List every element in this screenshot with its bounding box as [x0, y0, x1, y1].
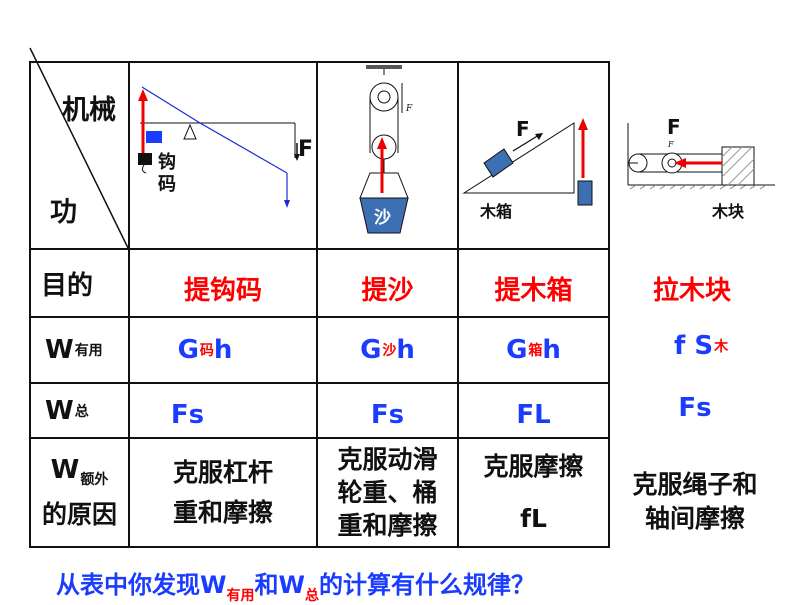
extra-cell-1-line1: 克服杠杆 [172, 457, 273, 487]
useful-cell-2-main: G [360, 335, 382, 365]
extra-cell-4-line1: 克服绳子和 [632, 470, 758, 499]
table-line [30, 437, 608, 439]
pull-block-label: 木块 [712, 202, 745, 221]
extra-cell-2: 克服动滑 轮重、桶 重和摩擦 [318, 439, 457, 546]
extra-cell-1: 克服杠杆 重和摩擦 [130, 439, 316, 546]
table-border-bottom [30, 546, 608, 548]
table-line [30, 316, 608, 318]
useful-cell-4-sub: 木 [714, 339, 729, 355]
useful-cell-1-main: G [177, 335, 199, 365]
useful-cell-3-sub: 箱 [528, 343, 543, 359]
extra-label-line2: 的原因 [41, 499, 117, 529]
total-label-sub: 总 [74, 403, 89, 420]
table-line [457, 61, 459, 548]
question-text: 从表中你发现W有用和W总的计算有什么规律？ [56, 565, 535, 605]
extra-label-sub: 额外 [80, 471, 109, 488]
svg-text:F: F [667, 140, 674, 149]
useful-cell-3-main: G [506, 335, 528, 365]
useful-label-sub: 有用 [74, 343, 103, 359]
extra-label-main: W [50, 454, 80, 485]
svg-text:F: F [405, 104, 413, 114]
total-cell-1: Fs [170, 400, 205, 430]
extra-cell-3-line1: 克服摩擦 [483, 451, 584, 481]
lever-weight-label: 钩 码 [158, 152, 176, 196]
purpose-cell-3: 提木箱 [494, 275, 573, 306]
question-sub2: 总 [304, 588, 319, 604]
table-line [316, 61, 318, 548]
lever-force-label: F [298, 137, 314, 162]
pulley-illustration: F [359, 65, 413, 234]
row-label-purpose: 目的 [41, 270, 94, 301]
useful-cell-1-sub: 码 [199, 343, 214, 359]
extra-cell-2-line2: 轮重、桶 [337, 478, 438, 507]
useful-cell-2-tail: h [396, 335, 415, 365]
table-border-top [30, 61, 608, 63]
question-part1: 从表中你发现W [56, 571, 227, 599]
useful-label-main: W [45, 335, 74, 365]
useful-cell-1-tail: h [213, 335, 233, 365]
total-cell-2: Fs [370, 400, 405, 430]
extra-cell-4: 克服绳子和 轴间摩擦 [610, 458, 780, 546]
total-cell-3: FL [516, 400, 551, 430]
row-label-extra: W额外 的原因 [31, 439, 128, 546]
extra-cell-3-line2: fL [520, 503, 547, 533]
pulley-sand-label: 沙 [374, 208, 391, 228]
question-part3: 的计算有什么规律？ [318, 571, 535, 599]
table-line [30, 248, 608, 250]
table-line [128, 61, 130, 548]
incline-illustration [462, 118, 593, 206]
incline-force-label: F [516, 117, 530, 141]
lever-weight-label-line1: 钩 [158, 152, 176, 173]
useful-cell-3-tail: h [542, 335, 561, 365]
extra-cell-4-line2: 轴间摩擦 [644, 504, 745, 533]
useful-cell-2-sub: 沙 [382, 343, 397, 359]
lever-illustration [138, 86, 300, 208]
extra-cell-1-line2: 重和摩擦 [172, 497, 273, 527]
header-work-label: 功 [50, 197, 77, 228]
question-sub1: 有用 [226, 588, 255, 604]
horizontal-pull-illustration: F [627, 123, 775, 190]
extra-cell-2-line3: 重和摩擦 [337, 511, 438, 540]
table-line [29, 61, 31, 548]
useful-cell-4-main: f S [674, 331, 714, 361]
header-machine-label: 机械 [62, 95, 116, 126]
total-cell-4: Fs [678, 393, 712, 423]
incline-box-label: 木箱 [480, 202, 513, 221]
extra-cell-3: 克服摩擦 fL [459, 439, 608, 546]
table-line [608, 61, 610, 548]
extra-cell-2-line1: 克服动滑 [337, 445, 438, 474]
total-label-main: W [45, 395, 74, 426]
pull-force-label: F [667, 115, 681, 139]
purpose-cell-2: 提沙 [361, 275, 414, 306]
purpose-cell-4: 拉木块 [653, 275, 732, 306]
lever-weight-label-line2: 码 [158, 174, 176, 195]
table-line [30, 382, 608, 384]
extra-label-top: W额外 [51, 455, 109, 489]
question-part2: 和W [254, 571, 305, 599]
purpose-cell-1: 提钩码 [183, 275, 262, 306]
